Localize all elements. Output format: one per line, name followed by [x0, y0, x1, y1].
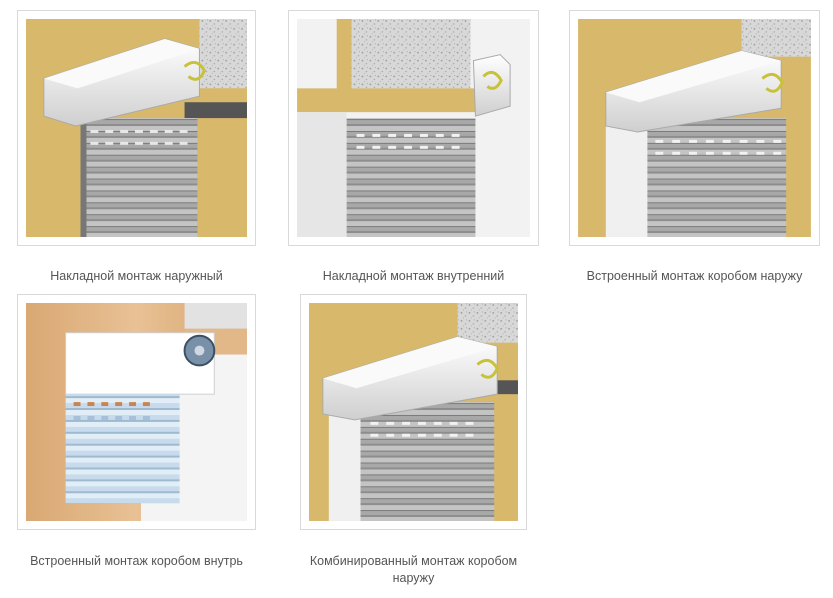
- card-caption: Накладной монтаж наружный: [50, 269, 223, 283]
- card-caption: Комбинированный монтаж коробом наружу: [309, 554, 518, 585]
- card-image: [300, 294, 527, 530]
- card-caption: Встроенный монтаж коробом внутрь: [30, 554, 243, 568]
- mount-illustration: [26, 303, 247, 521]
- card-caption: Встроенный монтаж коробом наружу: [586, 269, 803, 283]
- card-image: [17, 10, 256, 246]
- mount-illustration: [578, 19, 811, 237]
- card-image: [288, 10, 539, 246]
- card-caption: Накладной монтаж внутренний: [322, 269, 505, 283]
- mount-illustration: [26, 19, 247, 237]
- mount-illustration: [309, 303, 518, 521]
- card-image: [569, 10, 820, 246]
- card-image: [17, 294, 256, 530]
- mount-illustration: [297, 19, 530, 237]
